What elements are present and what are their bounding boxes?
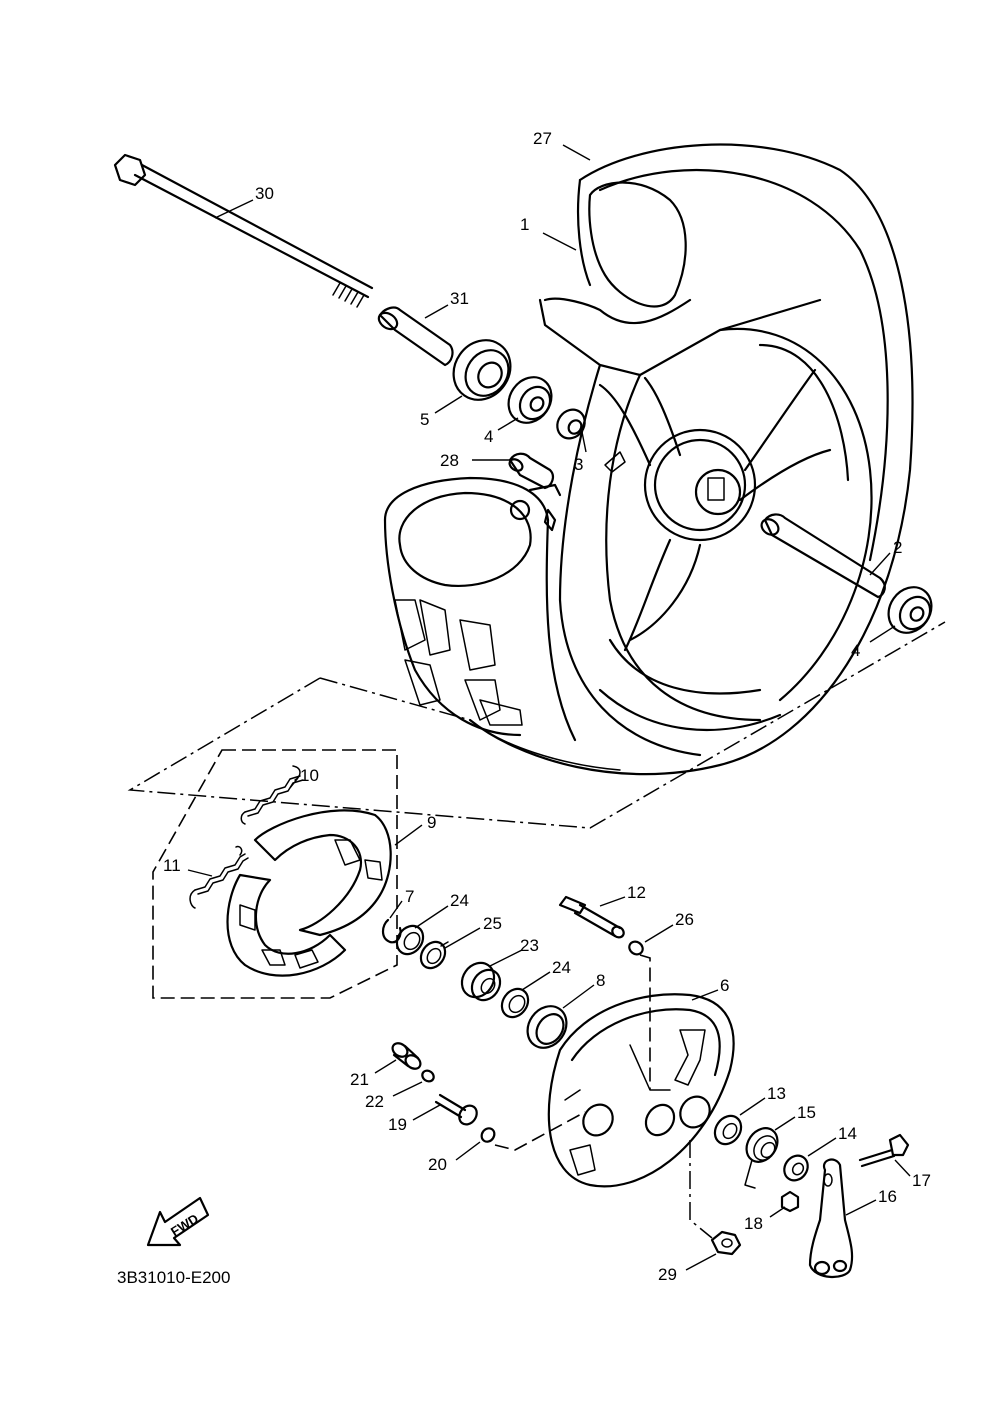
callout-25: 25	[483, 914, 502, 933]
brake-panel-part-6	[547, 993, 735, 1188]
callout-5: 5	[420, 410, 429, 429]
callout-22: 22	[365, 1092, 384, 1111]
callout-18: 18	[744, 1214, 763, 1233]
camshaft-part-12	[558, 895, 625, 939]
callout-11: 11	[163, 856, 181, 875]
oil-seal-part-5	[452, 339, 512, 401]
assembly-boundary	[127, 621, 946, 829]
axle-part-30	[113, 153, 374, 308]
spacer-flange-part-3	[556, 408, 586, 440]
washer-part-13	[713, 1114, 743, 1146]
callout-16: 16	[878, 1187, 897, 1206]
bearing-part-4-lower	[887, 586, 933, 634]
bushing-part-21	[391, 1042, 422, 1070]
callout-4-upper: 4	[484, 427, 493, 446]
bolt-part-17	[858, 1133, 910, 1168]
callout-26: 26	[675, 910, 694, 929]
brake-shoe-part-9	[226, 809, 392, 977]
nut-part-18	[780, 1190, 800, 1213]
callout-21: 21	[350, 1070, 369, 1089]
collar-part-31	[377, 306, 454, 367]
callout-10: 10	[300, 766, 319, 785]
callout-17: 17	[912, 1171, 931, 1190]
indicator-plate-part-14	[783, 1154, 809, 1182]
callout-24-upper: 24	[450, 891, 469, 910]
callout-4-lower: 4	[851, 641, 860, 660]
callout-24-lower: 24	[552, 958, 571, 977]
oil-seal-part-8	[526, 1005, 568, 1049]
fwd-label: FWD	[168, 1211, 201, 1239]
callout-3: 3	[574, 455, 583, 474]
callout-2: 2	[893, 538, 902, 557]
tab-washer-part-25	[419, 940, 449, 970]
spring-part-11	[189, 845, 249, 909]
camshaft-lever-part-16	[808, 1158, 854, 1278]
washer-part-24-upper	[395, 924, 425, 956]
callout-numbers: 27 1 30 31 5 4 3 28 2 4 10 9 11 7 24 25 …	[163, 129, 931, 1284]
callout-19: 19	[388, 1115, 407, 1134]
callout-27: 27	[533, 129, 552, 148]
wheel-drum-side	[383, 476, 577, 742]
rim-part-1	[538, 297, 873, 757]
fwd-arrow-icon: FWD	[146, 1196, 210, 1247]
callout-12: 12	[627, 883, 646, 902]
callout-1: 1	[520, 215, 529, 234]
brake-shoe-group-boundary	[152, 749, 398, 999]
return-spring-part-15	[744, 1127, 779, 1189]
callout-23: 23	[520, 936, 539, 955]
washer-part-20	[480, 1127, 496, 1143]
callout-9: 9	[427, 813, 436, 832]
o-ring-part-22	[421, 1069, 435, 1083]
callout-30: 30	[255, 184, 274, 203]
callout-28: 28	[440, 451, 459, 470]
callout-6: 6	[720, 976, 729, 995]
callout-8: 8	[596, 971, 605, 990]
gear-part-23	[460, 961, 502, 1002]
driven-gear-part-19	[434, 1093, 478, 1126]
diagram-code: 3B31010-E200	[117, 1268, 230, 1287]
spring-part-10	[240, 765, 304, 825]
callout-29: 29	[658, 1265, 677, 1284]
speedometer-joint-part-28	[508, 452, 554, 490]
o-ring-part-26	[628, 940, 644, 956]
callout-13: 13	[767, 1084, 786, 1103]
spacer-part-2	[760, 513, 886, 599]
nut-part-29	[710, 1230, 742, 1256]
callout-14: 14	[838, 1124, 857, 1143]
leader-lines	[187, 144, 911, 1271]
callout-15: 15	[797, 1103, 816, 1122]
washer-part-24-lower	[500, 987, 530, 1019]
callout-7: 7	[405, 887, 414, 906]
callout-31: 31	[450, 289, 469, 308]
callout-20: 20	[428, 1155, 447, 1174]
